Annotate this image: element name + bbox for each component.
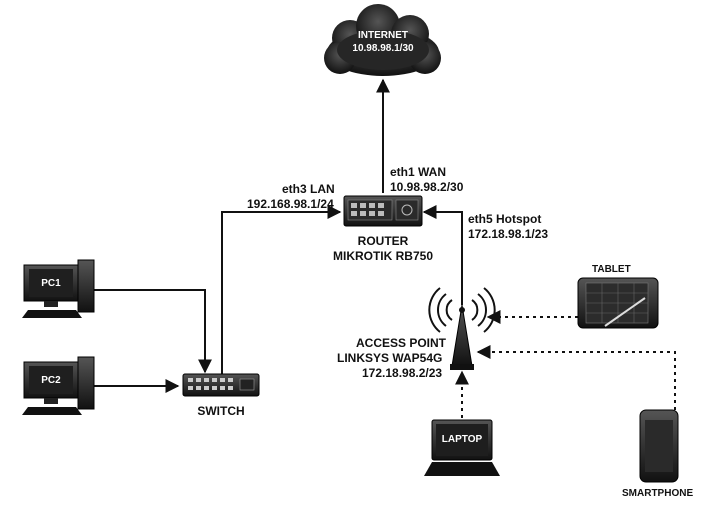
router-lan-ip: 192.168.98.1/24	[247, 197, 334, 211]
internet-cloud-icon	[324, 4, 441, 76]
access-point-line1: ACCESS POINT	[356, 336, 447, 350]
router-name: ROUTER	[357, 234, 409, 248]
pc1-icon	[22, 259, 95, 318]
access-point-ip: 172.18.98.2/23	[362, 366, 443, 380]
router-hotspot-port: eth5 Hotspot	[468, 212, 542, 226]
internet-title: INTERNET	[358, 30, 408, 41]
smartphone-icon	[639, 409, 679, 483]
smartphone-label: SMARTPHONE	[622, 488, 694, 499]
tablet-label: TABLET	[592, 264, 631, 275]
router-wan-ip: 10.98.98.2/30	[390, 180, 464, 194]
switch-icon	[182, 373, 260, 397]
pc2-icon	[22, 356, 95, 415]
pc1-label: PC1	[41, 278, 61, 289]
laptop-icon	[424, 419, 500, 476]
router-icon	[343, 195, 423, 227]
ap-router-link	[422, 205, 463, 305]
router-hotspot-ip: 172.18.98.1/23	[468, 227, 549, 241]
internet-ip: 10.98.98.1/30	[352, 43, 414, 54]
router-model: MIKROTIK RB750	[332, 249, 433, 263]
access-point-icon	[428, 287, 496, 370]
smartphone-ap-link	[476, 345, 676, 410]
pc1-switch-link	[92, 289, 212, 374]
laptop-label: LAPTOP	[441, 434, 483, 445]
pc2-label: PC2	[41, 375, 61, 386]
router-lan-port: eth3 LAN	[282, 182, 335, 196]
tablet-icon	[577, 277, 659, 329]
router-wan-port: eth1 WAN	[390, 165, 447, 179]
switch-router-link	[221, 205, 342, 375]
switch-label: SWITCH	[197, 404, 245, 418]
access-point-line2: LINKSYS WAP54G	[337, 351, 443, 365]
